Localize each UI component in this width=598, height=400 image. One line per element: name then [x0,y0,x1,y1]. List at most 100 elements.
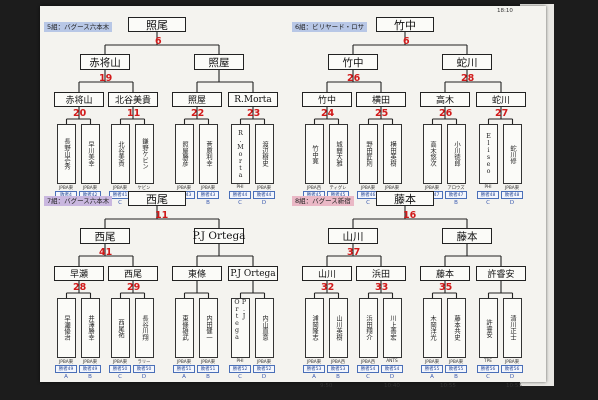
quarter-score-g8-2: 35 [439,282,453,293]
player-affiliation-g5-0: JPBA東 [58,186,74,191]
quarter-box-g8-0: 山川 [302,266,352,281]
player-affiliation-g7-4: JPBA東 [176,360,192,365]
match-counter-g8-1: 敗者53 [327,365,349,373]
player-card-g5-3: 鎌野ケビン [135,124,154,184]
player-affiliation-g8-4: JPBA東 [424,360,440,365]
match-counter-g7-5: 敗者51 [197,365,219,373]
quarter-box-g7-1: 西尾 [108,266,158,281]
player-card-g6-0: 竹中寛 [305,124,324,184]
player-card-g7-5: 内田健一 [199,298,218,358]
semi-score-g6-1: 28 [461,73,475,84]
player-affiliation-g5-5: JPBA東 [200,186,216,191]
final-box-g8: 藤本 [376,191,434,206]
player-affiliation-g8-2: JPBA西 [360,360,376,365]
player-card-g6-2: 野田匠則 [359,124,378,184]
player-card-g7-4: 東條雄武 [175,298,194,358]
slot-label-g7-4: A [182,374,186,380]
player-affiliation-g8-3: ANTS [386,359,398,364]
player-affiliation-g5-7: JPBA東 [256,186,272,191]
final-score-g8: 16 [403,210,417,221]
slot-label-g6-6: C [486,200,490,206]
slot-label-g5-7: D [261,200,267,206]
player-card-g5-7: 渡辺樹史 [255,124,274,184]
match-counter-g6-5: 敗者47 [445,191,467,199]
slot-label-g8-6: C [486,374,490,380]
player-card-g8-1: 山川英樹 [329,298,348,358]
quarter-score-g6-0: 24 [321,108,335,119]
player-card-g7-6: P.J Ortega [231,298,250,358]
slot-label-g6-7: D [509,200,515,206]
player-affiliation-g7-7: JPBA東 [256,360,272,365]
player-card-g6-3: 横田英樹 [383,124,402,184]
semi-box-g6-1: 蛇川 [442,54,492,70]
player-card-g7-0: 早瀬優治 [57,298,76,358]
player-card-g6-1: 城間大雅 [329,124,348,184]
player-card-g8-5: 藤本共史 [447,298,466,358]
group-tag-g7: 7組：バグース六本木 [44,196,113,206]
match-counter-g8-2: 勝者54 [357,365,379,373]
quarter-box-g5-2: 照屋 [172,92,222,107]
group-tag-g6: 6組：ビリヤード・ロサ [292,22,368,32]
player-card-g6-5: 小川徳郎 [447,124,466,184]
match-counter-g7-7: 敗者52 [253,365,275,373]
slot-label-g8-4: A [430,374,434,380]
slot-label-g8-0: A [312,374,316,380]
quarter-box-g5-0: 赤将山 [54,92,104,107]
semi-box-g8-0: 山川 [328,228,378,244]
match-counter-g8-7: 敗者56 [501,365,523,373]
player-affiliation-g7-5: JPBA東 [200,360,216,365]
match-counter-g8-4: 勝者55 [421,365,443,373]
slot-label-g7-6: C [238,374,242,380]
player-affiliation-g5-3: ケビン [137,186,151,191]
slot-label-g6-2: C [366,200,370,206]
slot-label-g5-5: B [206,200,210,206]
quarter-box-g8-1: 浜田 [356,266,406,281]
player-affiliation-g5-1: JPBA東 [82,186,98,191]
match-counter-g8-3: 敗者54 [381,365,403,373]
final-box-g7: 西尾 [128,191,186,206]
player-card-g7-2: 西尾祐 [111,298,130,358]
player-affiliation-g6-3: JPBA東 [384,186,400,191]
player-affiliation-g6-7: JPBA東 [504,186,520,191]
final-score-g7: 11 [155,210,169,221]
time-note-1: 9:50 [320,383,333,389]
final-box-g6: 竹中 [376,17,434,32]
slot-label-g7-2: C [118,374,122,380]
slot-label-g8-7: D [509,374,515,380]
player-affiliation-g6-4: JPBA東 [424,186,440,191]
player-affiliation-g8-6: TPE [484,359,492,364]
group-tag-g8: 8組：バグース新宿 [292,196,354,206]
player-affiliation-g7-0: JPBA東 [58,360,74,365]
match-counter-g7-0: 勝者49 [55,365,77,373]
player-affiliation-g6-6: PHI [484,185,492,190]
semi-score-g6-0: 26 [347,73,361,84]
quarter-score-g8-0: 32 [321,282,335,293]
player-card-g8-6: 許睿安 [479,298,498,358]
final-score-g6: 6 [403,36,410,47]
quarter-box-g5-3: R.Morta [228,92,278,107]
final-box-g5: 照尾 [128,17,186,32]
quarter-box-g7-2: 東條 [172,266,222,281]
quarter-score-g5-3: 23 [247,108,261,119]
quarter-score-g7-0: 28 [73,282,87,293]
player-affiliation-g6-1: ティグレ [329,186,347,191]
slot-label-g5-6: C [238,200,242,206]
player-card-g8-4: 木岡洋光 [423,298,442,358]
match-counter-g8-0: 勝者53 [303,365,325,373]
quarter-box-g7-3: P.J Ortega [228,266,278,281]
match-counter-g6-7: 敗者48 [501,191,523,199]
match-counter-g7-1: 敗者49 [79,365,101,373]
player-card-g5-2: 北谷美貴 [111,124,130,184]
match-counter-g7-2: 勝者50 [109,365,131,373]
player-card-g6-6: Eliseo [479,124,498,184]
player-affiliation-g7-6: PHI [236,359,244,364]
final-score-g5: 6 [155,36,162,47]
player-card-g8-7: 清川正士 [503,298,522,358]
player-card-g8-0: 浦岡隆志 [305,298,324,358]
slot-label-g7-3: D [141,374,147,380]
quarter-box-g6-3: 蛇川 [476,92,526,107]
match-counter-g5-5: 勝者43 [197,191,219,199]
player-card-g5-0: 長野山壱秀 [57,124,76,184]
semi-score-g8-0: 37 [347,247,361,258]
quarter-box-g8-3: 許睿安 [476,266,526,281]
